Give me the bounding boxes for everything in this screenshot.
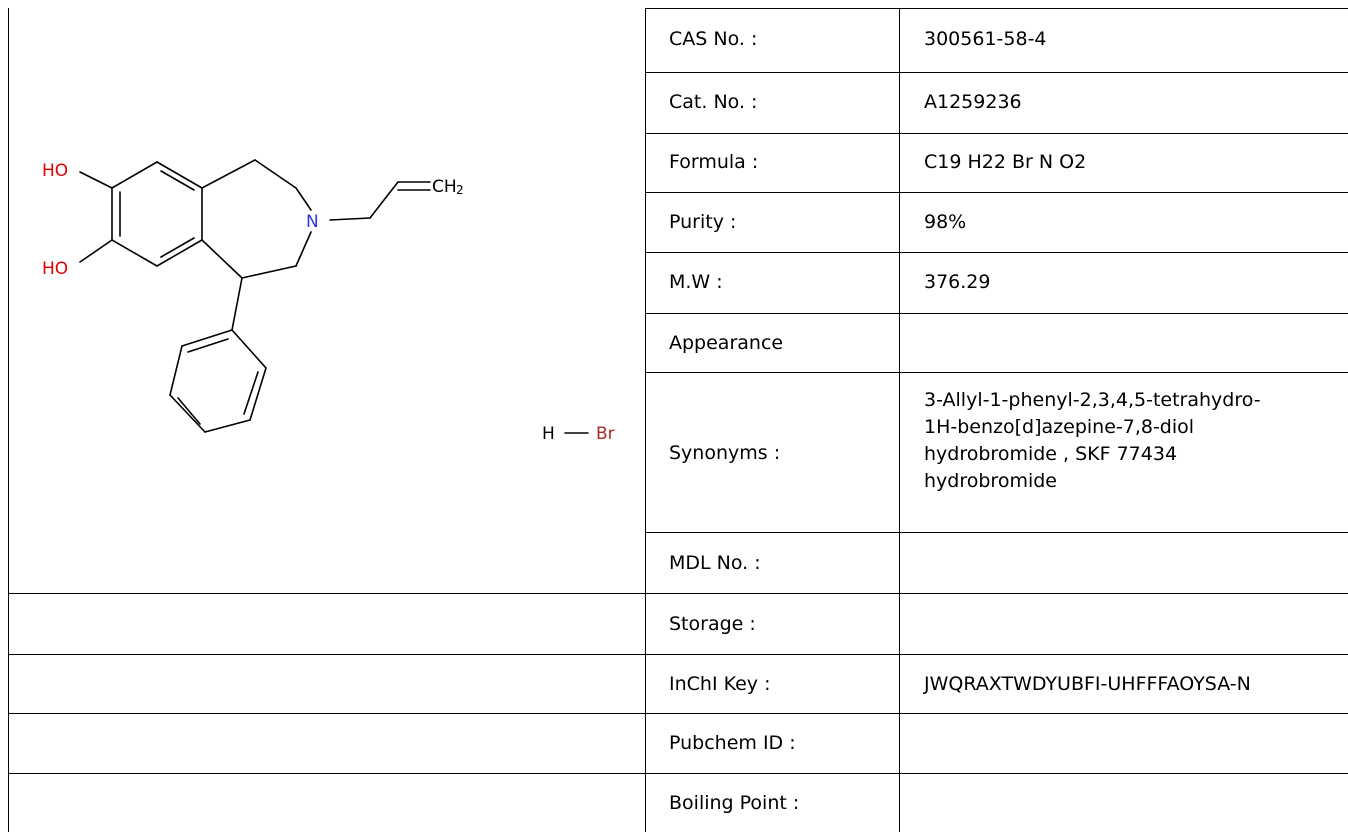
bond-line [231,277,243,331]
row-label-cat-no: Cat. No. : [669,91,758,113]
row-divider [645,313,1348,314]
bond-line [243,371,259,415]
row-label-synonyms: Synonyms : [669,442,781,464]
atom-label-nitrogen: N [306,212,319,232]
row-value-cas-no: 300561-58-4 [924,28,1047,50]
atom-label-hydroxyl-top: HO [42,161,68,181]
bond-line [369,181,399,219]
row-value-purity: 98% [924,211,967,233]
bond-line [201,239,243,279]
atom-label-methylene-subscript: 2 [456,183,464,197]
synonym-line: hydrobromide [924,470,1057,492]
row-divider [645,532,1348,533]
row-divider [645,252,1348,253]
table-border-top [645,8,1348,9]
row-value-molecular-weight: 376.29 [924,271,991,293]
atom-label-hydrogen: H [542,424,555,444]
row-label-formula: Formula : [669,151,759,173]
bond-line [295,187,312,211]
atom-label-bromine: Br [596,424,615,444]
row-label-inchi-key: InChI Key : [669,673,771,695]
table-border-left [8,8,9,832]
bond-line [254,159,297,189]
bond-line [169,394,206,433]
bond-line [169,345,183,396]
atom-label-hydroxyl-bottom: HO [42,259,68,279]
synonym-line: 1H-benzo[d]azepine-7,8-diol [924,416,1195,438]
row-label-storage: Storage : [669,613,756,635]
row-value-inchi-key: JWQRAXTWDYUBFI-UHFFFAOYSA-N [924,673,1251,695]
row-divider [645,372,1348,373]
bond-line [187,338,229,353]
row-label-molecular-weight: M.W : [669,271,723,293]
synonym-line: 3-Allyl-1-phenyl-2,3,4,5-tetrahydro- [924,389,1261,411]
row-divider [8,654,1348,655]
bond-line [111,239,158,267]
bond-line [111,161,158,189]
row-label-cas-no: CAS No. : [669,28,758,50]
bond-line [241,265,297,279]
row-value-formula: C19 H22 Br N O2 [924,151,1087,173]
row-divider [645,192,1348,193]
row-label-appearance: Appearance [669,332,784,354]
synonym-line: hydrobromide , SKF 77434 [924,443,1178,465]
row-value-cat-no: A1259236 [924,91,1022,113]
bond-line [181,329,233,347]
column-divider [645,8,646,832]
row-label-mdl-no: MDL No. : [669,552,761,574]
bond-line [231,329,267,369]
row-label-purity: Purity : [669,211,737,233]
bond-line [79,239,113,263]
bond-line [204,419,251,433]
row-divider [8,773,1348,774]
chemical-structure-image: HO HO N CH 2 H Br [10,10,640,590]
bond-line [329,217,371,221]
row-divider [645,133,1348,134]
bond-line [295,231,312,267]
bond-line [160,170,195,191]
bond-line [177,397,201,425]
row-label-pubchem-id: Pubchem ID : [669,732,796,754]
bond-line [249,367,267,421]
row-divider [645,72,1348,73]
bond-line [79,171,113,189]
bond-line [156,161,203,189]
atom-label-methylene: CH [432,177,457,197]
row-divider [8,593,1348,594]
bond-line [160,237,195,258]
bond-line [156,239,203,267]
column-divider [899,8,900,832]
bond-line [201,159,256,189]
row-label-boiling-point: Boiling Point : [669,792,800,814]
row-divider [8,713,1348,714]
row-value-synonyms: 3-Allyl-1-phenyl-2,3,4,5-tetrahydro- 1H-… [924,387,1334,495]
